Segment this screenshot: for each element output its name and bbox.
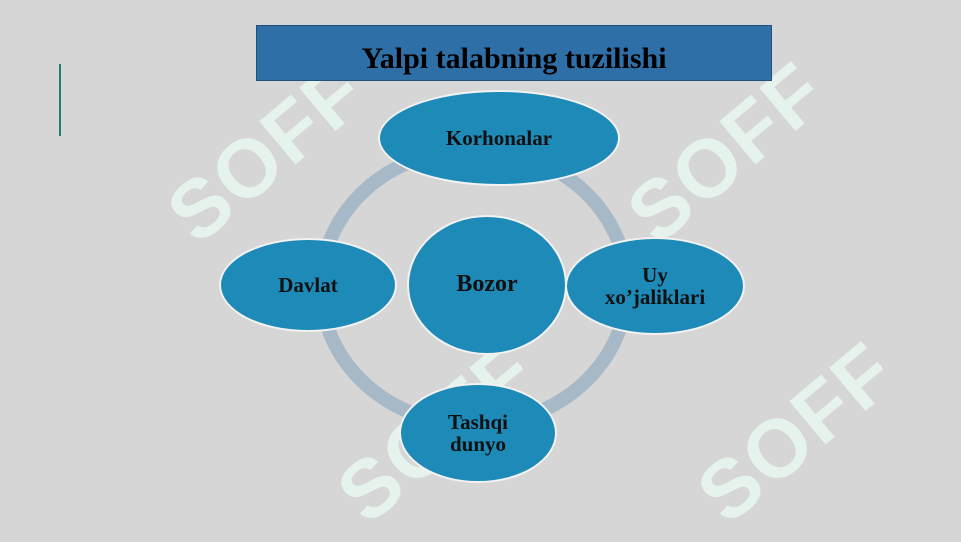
center-label: Bozor [456, 271, 518, 298]
node-label: Korhonalar [445, 125, 553, 150]
node-label-line: Uy [642, 262, 668, 287]
slide-title: Yalpi talabning tuzilishi [361, 42, 667, 75]
accent-bar [59, 64, 61, 136]
watermark: SOFF [680, 325, 913, 541]
node-label-line: xo’jaliklari [604, 285, 706, 309]
node-label: Davlat [278, 272, 338, 297]
node-korhonalar: Korhonalar [378, 90, 620, 186]
node-label-line: Tashqi [448, 409, 508, 434]
node-uy-xojaliklari: Uy xo’jaliklari [565, 237, 745, 335]
node-bozor-center: Bozor [407, 215, 567, 355]
node-label-line: dunyo [449, 432, 507, 456]
title-box: Yalpi talabning tuzilishi [256, 25, 772, 81]
node-tashqi-dunyo: Tashqi dunyo [399, 383, 557, 483]
node-davlat: Davlat [219, 238, 397, 332]
